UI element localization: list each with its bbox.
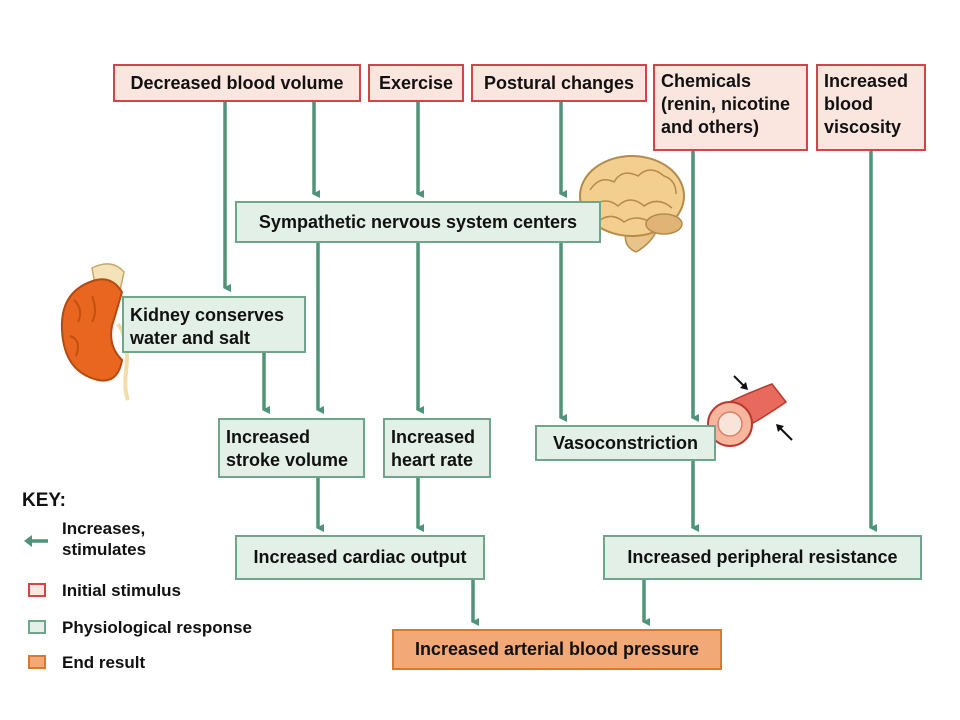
response-increased-peripheral-resistance: Increased peripheral resistance (603, 535, 922, 580)
response-increased-stroke-volume: Increased stroke volume (218, 418, 365, 478)
brain-icon (579, 155, 685, 253)
key-label-initial: Initial stimulus (62, 581, 182, 600)
response-kidney-conserves: Kidney conserves water and salt (122, 296, 306, 353)
response-sympathetic-centers: Sympathetic nervous system centers (235, 201, 601, 243)
key-label-physiological: Physiological response (62, 618, 252, 637)
key-title: KEY: (22, 490, 66, 511)
kidney-icon (60, 263, 130, 401)
response-increased-heart-rate: Increased heart rate (383, 418, 491, 478)
key-swatch-end (28, 655, 46, 669)
response-vasoconstriction: Vasoconstriction (535, 425, 716, 461)
key-swatch-physiological (28, 620, 46, 634)
stimulus-chemicals: Chemicals (renin, nicotine and others) (653, 64, 808, 151)
artery-icon (707, 375, 793, 447)
stimulus-increased-blood-viscosity: Increased blood viscosity (816, 64, 926, 151)
stimulus-postural-changes: Postural changes (471, 64, 647, 102)
key-swatch-initial (28, 583, 46, 597)
stimulus-exercise: Exercise (368, 64, 464, 102)
end-result-increased-arterial-bp: Increased arterial blood pressure (392, 629, 722, 670)
key-arrow-icon (24, 535, 48, 547)
stimulus-decreased-blood-volume: Decreased blood volume (113, 64, 361, 102)
response-increased-cardiac-output: Increased cardiac output (235, 535, 485, 580)
key-label-increases: Increases, stimulates (62, 519, 147, 559)
key-label-end: End result (62, 653, 146, 672)
